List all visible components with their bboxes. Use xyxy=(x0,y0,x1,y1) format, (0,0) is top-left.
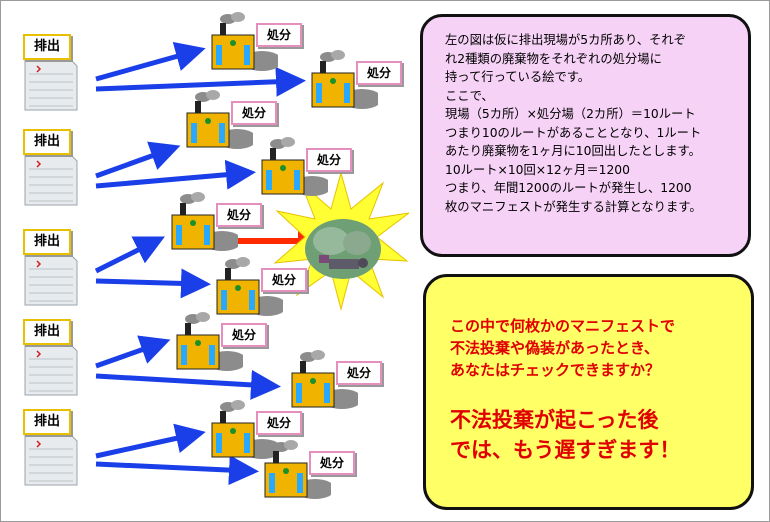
warning-conclusion-line: 不法投棄が起こった後 xyxy=(450,408,659,432)
disposal-facility: 処分 xyxy=(286,349,391,409)
manifest-stack-icon xyxy=(24,432,78,486)
explanation-line: 10ルート×10回×12ヶ月＝1200 xyxy=(445,162,630,177)
disposal-facility: 処分 xyxy=(171,311,276,371)
facility-label: 処分 xyxy=(261,268,307,292)
disposal-facility: 処分 xyxy=(256,136,361,196)
facility-label: 処分 xyxy=(336,361,382,385)
manifest-stack-icon xyxy=(24,252,78,306)
factory-icon xyxy=(211,12,278,71)
source-site: 排出 xyxy=(21,229,81,309)
disposal-facility: 処分 xyxy=(181,89,286,149)
facility-label: 処分 xyxy=(216,203,262,227)
factory-icon xyxy=(311,50,378,109)
disposal-facility: 処分 xyxy=(206,11,311,71)
source-site: 排出 xyxy=(21,129,81,209)
route-arrow xyxy=(95,268,211,299)
route-arrow xyxy=(95,335,171,369)
disposal-facility: 処分 xyxy=(259,439,364,499)
source-site: 排出 xyxy=(21,319,81,399)
facility-label: 処分 xyxy=(221,323,267,347)
warning-question-line: 不法投棄や偽装があったとき、 xyxy=(450,339,659,357)
route-arrow xyxy=(95,159,256,190)
facility-label: 処分 xyxy=(256,23,302,47)
illegal-dumping-burst xyxy=(273,171,410,311)
route-arrow xyxy=(95,455,259,486)
explanation-box: 左の図は仮に排出現場が5カ所あり、それぞ れ2種類の廃棄物をそれぞれの処分場に … xyxy=(420,14,751,257)
factory-icon xyxy=(176,312,243,371)
explanation-line: 枚のマニフェストが発生する計算となります。 xyxy=(445,199,702,214)
facility-label: 処分 xyxy=(309,451,355,475)
source-site: 排出 xyxy=(21,409,81,489)
facility-label: 処分 xyxy=(306,148,352,172)
manifest-stack-icon xyxy=(24,342,78,396)
source-label: 排出 xyxy=(23,319,71,345)
route-arrow xyxy=(94,236,165,274)
source-site: 排出 xyxy=(21,34,81,114)
route-arrow xyxy=(95,66,306,97)
explanation-line: れ2種類の廃棄物をそれぞれの処分場に xyxy=(445,51,662,66)
explanation-line: あたり廃棄物を1ヶ月に10回出したとします。 xyxy=(445,144,701,158)
factory-icon xyxy=(171,192,238,251)
manifest-stack-icon xyxy=(24,152,78,206)
facility-label: 処分 xyxy=(256,411,302,435)
disposal-facility: 処分 xyxy=(211,256,316,316)
disposal-facility: 処分 xyxy=(206,399,311,459)
factory-icon xyxy=(291,350,358,409)
source-label: 排出 xyxy=(23,34,71,60)
explanation-line: 持って行っている絵です。 xyxy=(445,70,591,84)
factory-icon xyxy=(261,137,328,196)
explanation-line: つまり10のルートがあることとなり、1ルート xyxy=(445,125,702,140)
facility-label: 処分 xyxy=(231,101,277,125)
source-label: 排出 xyxy=(23,229,71,255)
warning-question-line: あなたはチェックできますか？ xyxy=(450,361,661,379)
disposal-facility: 処分 xyxy=(306,49,411,109)
factory-icon xyxy=(186,90,253,149)
source-label: 排出 xyxy=(23,409,71,435)
warning-conclusion-line: では、もう遅すぎます！ xyxy=(450,438,681,462)
route-arrow xyxy=(95,41,206,82)
explanation-line: つまり、年間1200のルートが発生し、1200 xyxy=(445,181,692,195)
warning-box: この中で何枚かのマニフェストで 不法投棄や偽装があったとき、 あなたはチェックで… xyxy=(423,274,754,510)
route-arrow xyxy=(95,141,181,179)
source-label: 排出 xyxy=(23,129,71,155)
manifest-stack-icon xyxy=(24,57,78,111)
route-arrow xyxy=(95,423,206,459)
warning-question-line: この中で何枚かのマニフェストで xyxy=(450,317,676,335)
factory-icon xyxy=(216,257,283,316)
explanation-line: ここで、 xyxy=(445,88,494,103)
factory-icon xyxy=(264,440,331,499)
explanation-line: 現場（5カ所）×処分場（2カ所）＝10ルート xyxy=(445,107,696,121)
route-arrow xyxy=(95,369,281,400)
facility-label: 処分 xyxy=(356,61,402,85)
explanation-line: 左の図は仮に排出現場が5カ所あり、それぞ xyxy=(445,33,686,47)
disposal-facility: 処分 xyxy=(166,191,271,251)
factory-icon xyxy=(211,400,278,459)
